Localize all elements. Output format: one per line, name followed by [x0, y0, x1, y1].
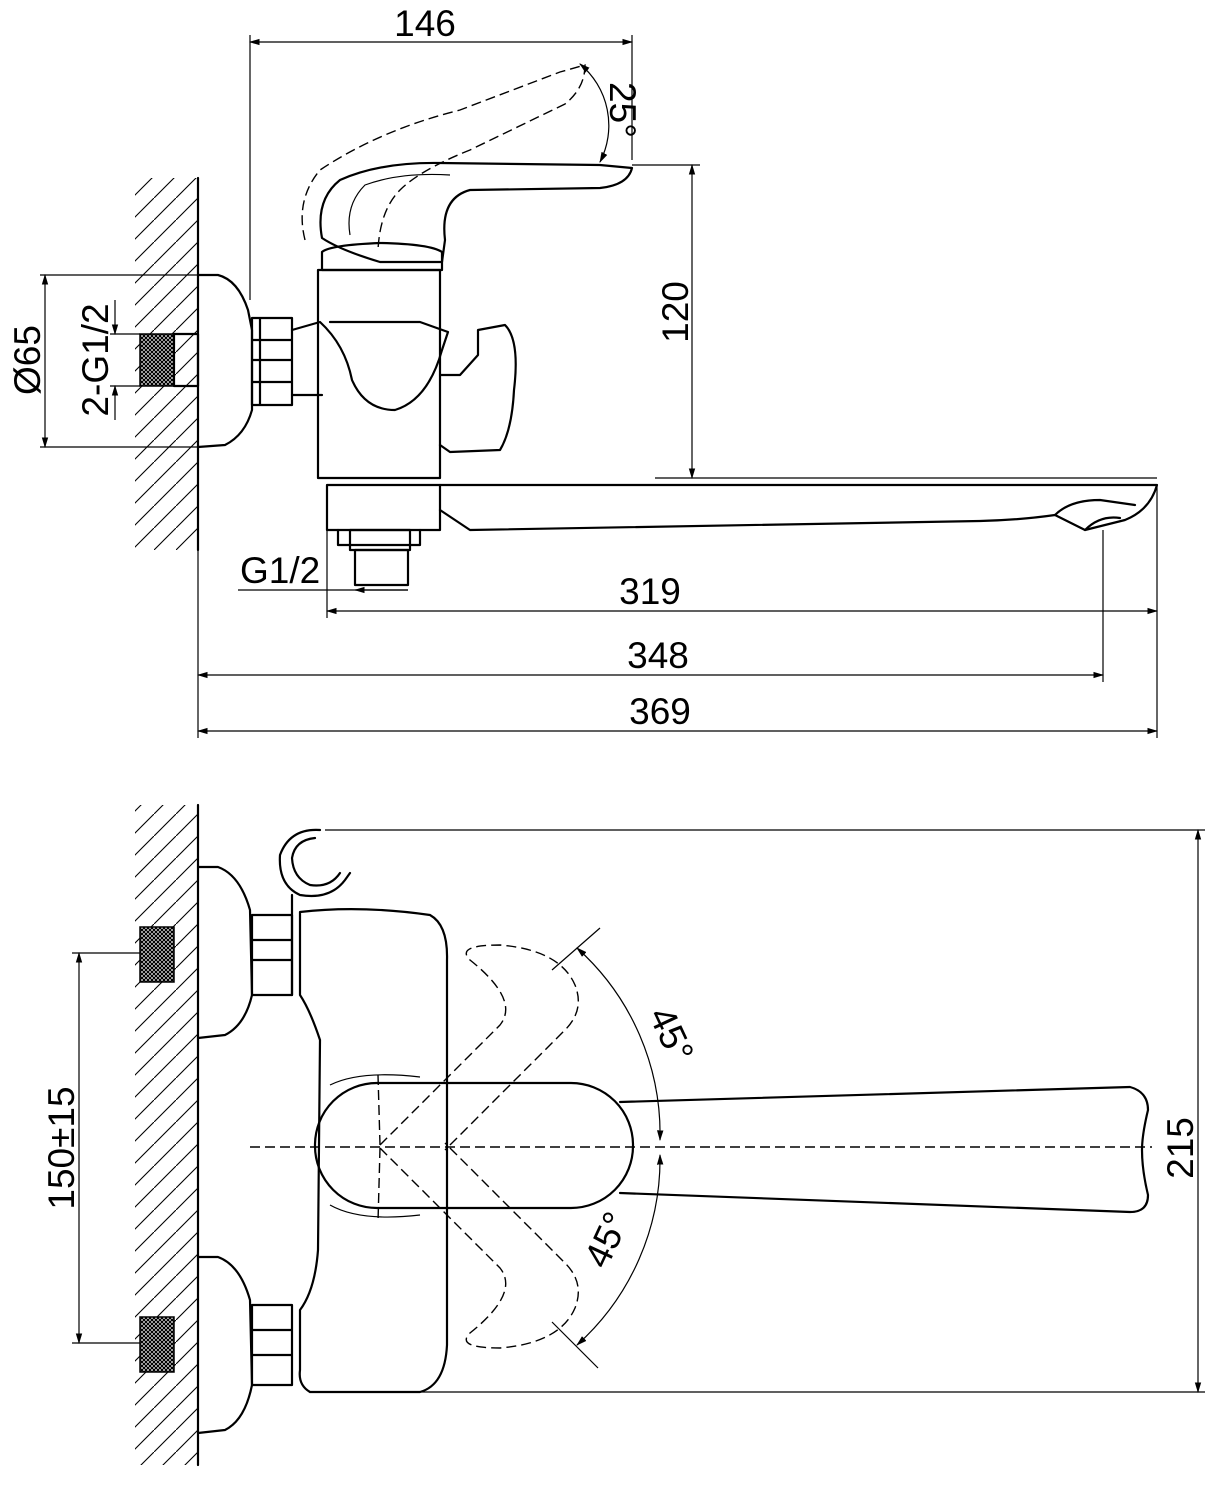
dim-inlet-spacing-label: 150±15: [41, 1086, 82, 1209]
dim-flange-diameter-label: Ø65: [7, 325, 48, 395]
dim-outlet-thread-label: G1/2: [240, 550, 320, 591]
dim-215-label: 215: [1160, 1117, 1201, 1179]
mixer-body: [316, 268, 442, 480]
shower-hook: [278, 828, 352, 997]
inlet-thread-lower: [139, 1316, 175, 1373]
lever-swivel-up: [379, 944, 579, 1151]
dim-348-label: 348: [627, 635, 689, 676]
diverter-knob: [438, 323, 517, 454]
lever-handle-raised: [301, 64, 586, 251]
spout: [438, 483, 1159, 532]
outlet-connector: [348, 528, 412, 552]
spout-base: [325, 483, 442, 532]
eccentric-nut: [250, 316, 294, 407]
lever-swivel-down: [379, 1142, 579, 1349]
dim-319-label: 319: [619, 571, 681, 612]
wall-flange-lower: [196, 1255, 254, 1435]
spout-top: [618, 1085, 1150, 1214]
lever-cap-top: [313, 1081, 635, 1210]
dim-120-label: 120: [655, 281, 696, 343]
dim-inlet-thread-label: 2-G1/2: [75, 303, 116, 416]
top-view: 45° 45° 150±15 215: [41, 803, 1205, 1467]
dim-45deg-down-label: 45°: [576, 1206, 637, 1274]
mixer-body-top: [298, 908, 449, 1394]
wall-flange-upper: [196, 865, 254, 1040]
dim-146-label: 146: [394, 3, 456, 44]
wall-flange-top: [196, 273, 254, 449]
dim-369-label: 369: [629, 691, 691, 732]
side-view: 146 25° 120 Ø65 2-G1/2 G1/2 319 348: [7, 3, 1159, 738]
dim-25deg-label: 25°: [602, 82, 643, 138]
lever-handle: [319, 161, 634, 264]
dim-45deg-up-label: 45°: [641, 1001, 702, 1069]
inlet-thread-upper: [139, 926, 175, 983]
inlet-thread-block: [139, 333, 175, 387]
